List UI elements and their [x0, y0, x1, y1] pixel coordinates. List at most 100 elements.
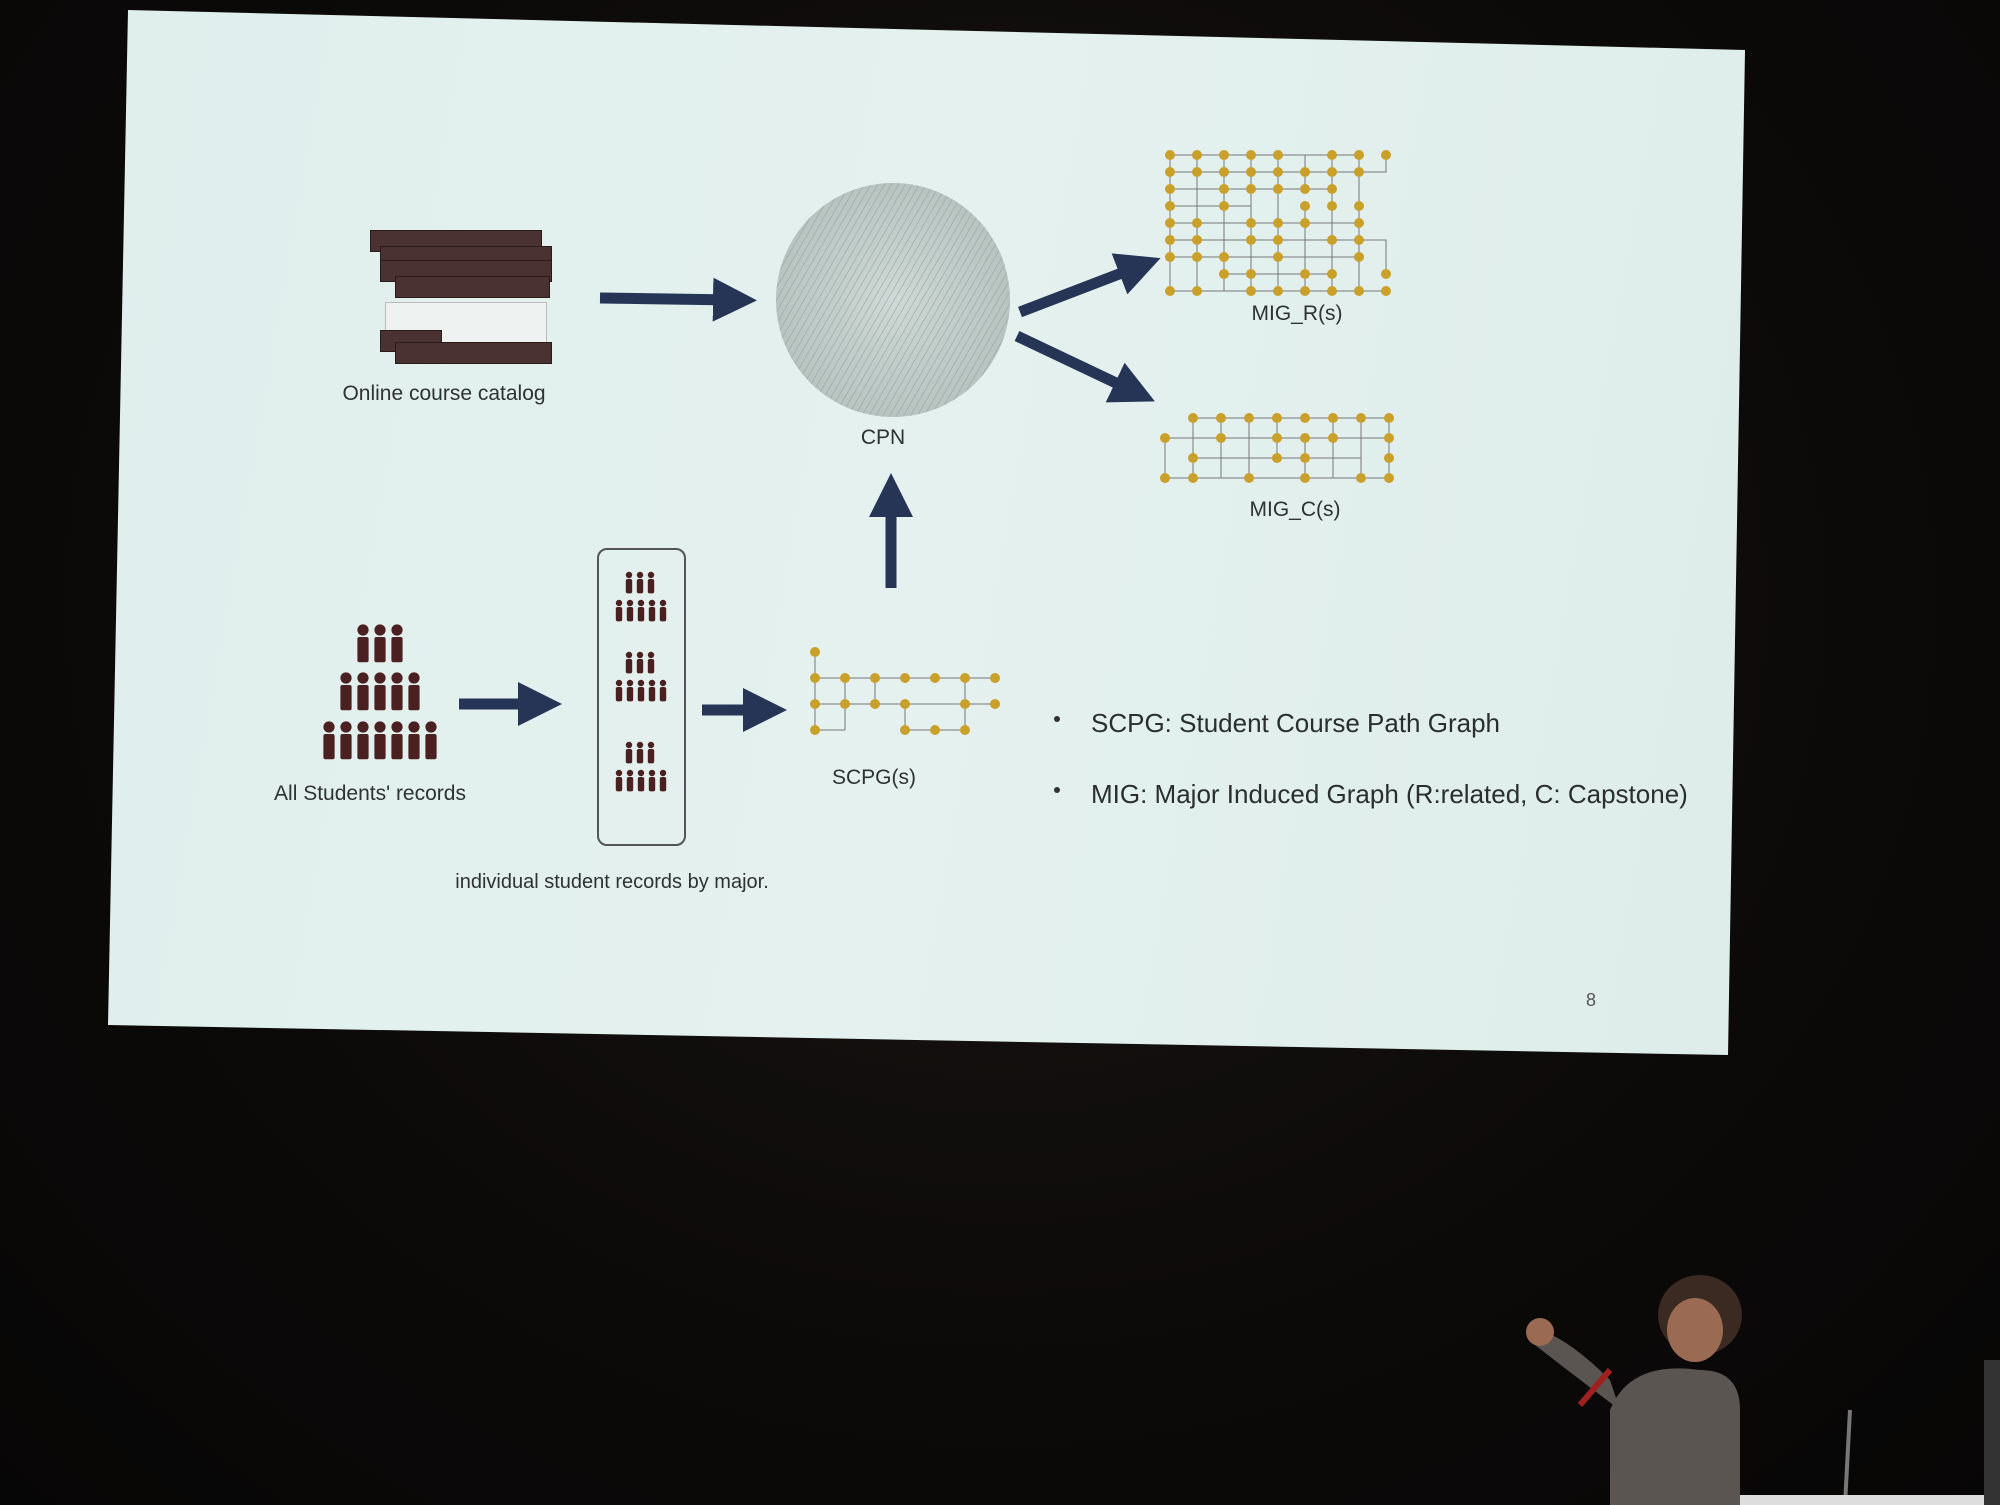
- graph-node: [1384, 473, 1394, 483]
- graph-node: [1328, 413, 1338, 423]
- graph-node: [1219, 269, 1229, 279]
- person-icon: [648, 679, 656, 702]
- person-icon: [637, 679, 645, 702]
- graph-node: [1300, 433, 1310, 443]
- person-icon: [647, 741, 655, 764]
- person-icon: [615, 599, 623, 622]
- person-icon: [625, 571, 633, 594]
- bullet-scpg: SCPG: Student Course Path Graph: [1091, 708, 1500, 738]
- graph-node: [1384, 453, 1394, 463]
- mig-r-graph-icon: [1165, 150, 1391, 296]
- person-icon: [357, 672, 369, 711]
- graph-node: [1300, 184, 1310, 194]
- graph-node: [1384, 433, 1394, 443]
- graph-node: [870, 673, 880, 683]
- graph-node: [1273, 150, 1283, 160]
- graph-node: [1356, 413, 1366, 423]
- graph-node: [1246, 269, 1256, 279]
- all-students-label: All Students' records: [274, 782, 466, 805]
- person-icon: [340, 672, 352, 711]
- person-icon: [626, 769, 634, 792]
- person-icon: [636, 651, 644, 674]
- person-icon: [625, 741, 633, 764]
- graph-node: [1165, 201, 1175, 211]
- cpn-network-icon: [776, 183, 1010, 417]
- graph-node: [1300, 269, 1310, 279]
- graph-node: [1216, 433, 1226, 443]
- graph-node: [1272, 413, 1282, 423]
- course-catalog-image: [370, 230, 552, 365]
- major-records-box: [597, 548, 686, 846]
- graph-node: [1356, 473, 1366, 483]
- scpg-graph-icon: [810, 647, 1000, 735]
- graph-node: [1165, 218, 1175, 228]
- person-icon: [408, 721, 420, 760]
- person-icon: [374, 672, 386, 711]
- scpg-label: SCPG(s): [832, 766, 916, 789]
- arrow-cpn-to-mig-r: [1018, 253, 1161, 318]
- graph-node: [1300, 218, 1310, 228]
- graph-node: [1188, 453, 1198, 463]
- person-icon: [357, 721, 369, 760]
- page-number: 8: [1586, 990, 1597, 1010]
- graph-node: [1165, 286, 1175, 296]
- person-icon: [391, 624, 403, 663]
- person-icon: [374, 624, 386, 663]
- graph-node: [1327, 269, 1337, 279]
- graph-node: [1192, 218, 1202, 228]
- graph-node: [960, 673, 970, 683]
- graph-node: [1354, 201, 1364, 211]
- person-icon: [647, 571, 655, 594]
- person-icon: [340, 721, 352, 760]
- graph-node: [960, 699, 970, 709]
- graph-node: [1327, 184, 1337, 194]
- graph-node: [1219, 167, 1229, 177]
- graph-node: [1160, 473, 1170, 483]
- graph-node: [1273, 235, 1283, 245]
- graph-node: [1273, 286, 1283, 296]
- graph-node: [1192, 235, 1202, 245]
- person-icon: [637, 769, 645, 792]
- graph-node: [1381, 286, 1391, 296]
- graph-node: [1219, 184, 1229, 194]
- graph-node: [1165, 167, 1175, 177]
- graph-node: [1300, 453, 1310, 463]
- graph-node: [1192, 252, 1202, 262]
- graph-node: [1219, 252, 1229, 262]
- graph-node: [1327, 150, 1337, 160]
- mig-c-label: MIG_C(s): [1249, 498, 1341, 521]
- graph-node: [1300, 286, 1310, 296]
- graph-node: [990, 673, 1000, 683]
- graph-node: [810, 647, 820, 657]
- graph-node: [1354, 167, 1364, 177]
- graph-node: [1246, 150, 1256, 160]
- graph-node: [870, 699, 880, 709]
- graph-node: [900, 699, 910, 709]
- graph-node: [1328, 433, 1338, 443]
- graph-node: [1327, 201, 1337, 211]
- graph-node: [810, 673, 820, 683]
- graph-node: [930, 673, 940, 683]
- graph-node: [930, 725, 940, 735]
- person-icon: [659, 679, 667, 702]
- graph-node: [1246, 286, 1256, 296]
- person-icon: [636, 741, 644, 764]
- graph-node: [1246, 167, 1256, 177]
- graph-node: [1165, 184, 1175, 194]
- graph-node: [1192, 286, 1202, 296]
- graph-node: [1246, 218, 1256, 228]
- person-icon: [615, 679, 623, 702]
- graph-node: [810, 699, 820, 709]
- graph-node: [1192, 150, 1202, 160]
- person-icon: [408, 672, 420, 711]
- graph-node: [1354, 150, 1364, 160]
- catalog-label: Online course catalog: [342, 382, 546, 405]
- bullet-dot: [1054, 787, 1060, 793]
- graph-node: [900, 725, 910, 735]
- person-icon: [391, 672, 403, 711]
- graph-node: [1300, 413, 1310, 423]
- graph-node: [1165, 252, 1175, 262]
- person-icon: [615, 769, 623, 792]
